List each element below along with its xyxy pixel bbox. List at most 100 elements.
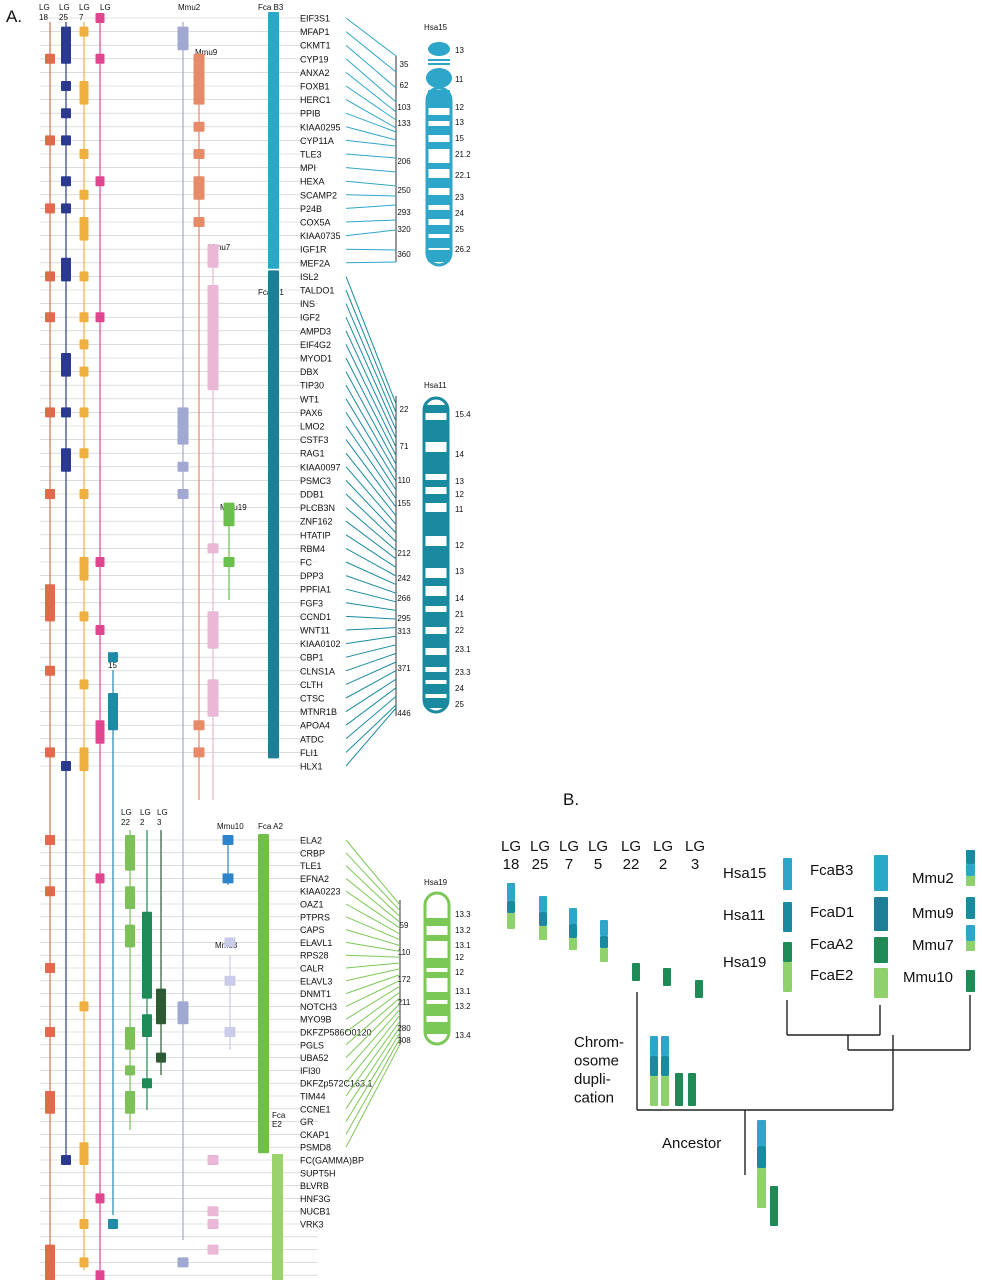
homology-connector	[345, 678, 397, 713]
gene-label: TIP30	[300, 381, 324, 391]
panel-b-lg25-block	[539, 912, 547, 926]
hsa11-ideogram-band	[425, 494, 447, 503]
homology-connector	[345, 72, 397, 113]
mmu7-block	[207, 1206, 219, 1217]
position-label: 133	[397, 119, 411, 128]
homology-connector	[345, 707, 397, 767]
mmu7-block	[207, 543, 219, 554]
gene-label: CYP11A	[300, 136, 334, 146]
gene-label: PGLS	[300, 1040, 324, 1050]
panel-b-lg-number: 22	[623, 856, 640, 873]
lg7-block	[79, 557, 89, 581]
gene-label: ATDC	[300, 734, 324, 744]
lg-header-lg5: LG	[100, 3, 111, 12]
mmu8-block	[224, 975, 236, 986]
lg7-block	[79, 1219, 89, 1229]
hsa11-ideogram-band	[425, 634, 447, 648]
homology-connector	[345, 985, 401, 1020]
gene-label: PPIB	[300, 109, 321, 119]
homology-connector	[345, 635, 397, 645]
mmu-label-mmu9: Mmu9	[195, 48, 218, 57]
gene-label: P24B	[300, 204, 322, 214]
position-label: 320	[397, 225, 411, 234]
gene-label: PAX6	[300, 408, 322, 418]
lg-header-lg18: LG	[39, 3, 50, 12]
lg18-block	[45, 489, 55, 499]
gene-label: PSMC3	[300, 476, 331, 486]
homology-connector	[345, 865, 401, 917]
lg-header-lg3: LG	[157, 808, 168, 817]
hsa15-satellite	[428, 42, 450, 56]
mmu9-block	[193, 747, 205, 758]
lg-header-lg2: LG	[140, 808, 151, 817]
hsa11-ideogram-band	[425, 578, 447, 586]
panel-b-mmu-label: Mmu2	[912, 870, 954, 887]
position-label: 35	[400, 60, 409, 69]
mmu2-block	[177, 489, 189, 499]
homology-connector	[345, 153, 397, 159]
panel-b-lg-number: 18	[503, 856, 520, 873]
homology-connector	[345, 602, 397, 611]
lg5-block	[95, 1193, 105, 1204]
position-label: 62	[400, 81, 409, 90]
homology-connector	[345, 58, 397, 103]
position-label: 59	[400, 921, 409, 930]
position-label: 266	[397, 594, 411, 603]
panel-b-mmu10-block	[966, 970, 975, 992]
gene-label: COX5A	[300, 218, 331, 228]
hsa19-ideogram-band	[426, 972, 448, 978]
homology-connector	[345, 968, 401, 982]
hsa19-ideogram-outline	[423, 891, 451, 1046]
gene-label: EIF3S1	[300, 14, 330, 24]
gene-label: TLE3	[300, 150, 322, 160]
gene-label: RBM4	[300, 544, 325, 554]
lg5-block	[95, 13, 105, 23]
hsa11-ideogram-band	[425, 512, 447, 530]
band-label: 13.3	[455, 910, 471, 919]
mmu8-block	[224, 1027, 236, 1037]
panel-b-lg7-block	[569, 908, 577, 924]
gene-label: CKMT1	[300, 41, 331, 51]
gene-label: KIAA0223	[300, 887, 341, 897]
lg7-block	[79, 1257, 89, 1268]
hsa11-ideogram-band	[425, 655, 447, 667]
position-label: 110	[398, 476, 411, 485]
panel-b-duplication-label: osome	[574, 1053, 619, 1070]
hsa11-ideogram-band	[425, 698, 447, 708]
lg18-block	[45, 835, 55, 845]
lg18-block	[45, 407, 55, 418]
mmu8-block	[224, 937, 236, 948]
band-label: 13.1	[455, 941, 471, 950]
lg3-block	[156, 1052, 166, 1063]
panel-b-lg-label: LG	[559, 838, 579, 855]
lg18-block	[45, 1027, 55, 1037]
panel-b-lg-number: 5	[594, 856, 602, 873]
lg18-block	[45, 271, 55, 282]
mmu9-block	[193, 176, 205, 200]
panel-b-lg7-block	[569, 938, 577, 950]
homology-connector	[345, 344, 397, 448]
gene-label: CTSC	[300, 694, 325, 704]
hsa11-ideogram-band	[425, 480, 447, 487]
lg-header-num-lg25: 25	[59, 13, 68, 22]
panel-b-dup-block-d	[688, 1073, 696, 1106]
homology-connector	[345, 547, 397, 577]
lg5-block	[95, 53, 105, 64]
gene-label: LMO2	[300, 422, 325, 432]
lg7-block	[79, 217, 89, 241]
gene-label: TLE1	[300, 861, 322, 871]
homology-connector	[345, 534, 397, 568]
gene-label: MEF2A	[300, 258, 330, 268]
lg7-block	[79, 489, 89, 499]
lg-header-lg25: LG	[59, 3, 70, 12]
gene-label: EIF4G2	[300, 340, 331, 350]
lg22-block	[125, 886, 135, 909]
hsa19-ideogram-band	[426, 935, 448, 941]
homology-connector	[345, 261, 397, 264]
gene-label: PTPRS	[300, 912, 330, 922]
gene-label: UBA52	[300, 1053, 329, 1063]
homology-connector	[345, 248, 397, 251]
position-label: 308	[397, 1036, 411, 1045]
panel-b-lg-label: LG	[501, 838, 521, 855]
